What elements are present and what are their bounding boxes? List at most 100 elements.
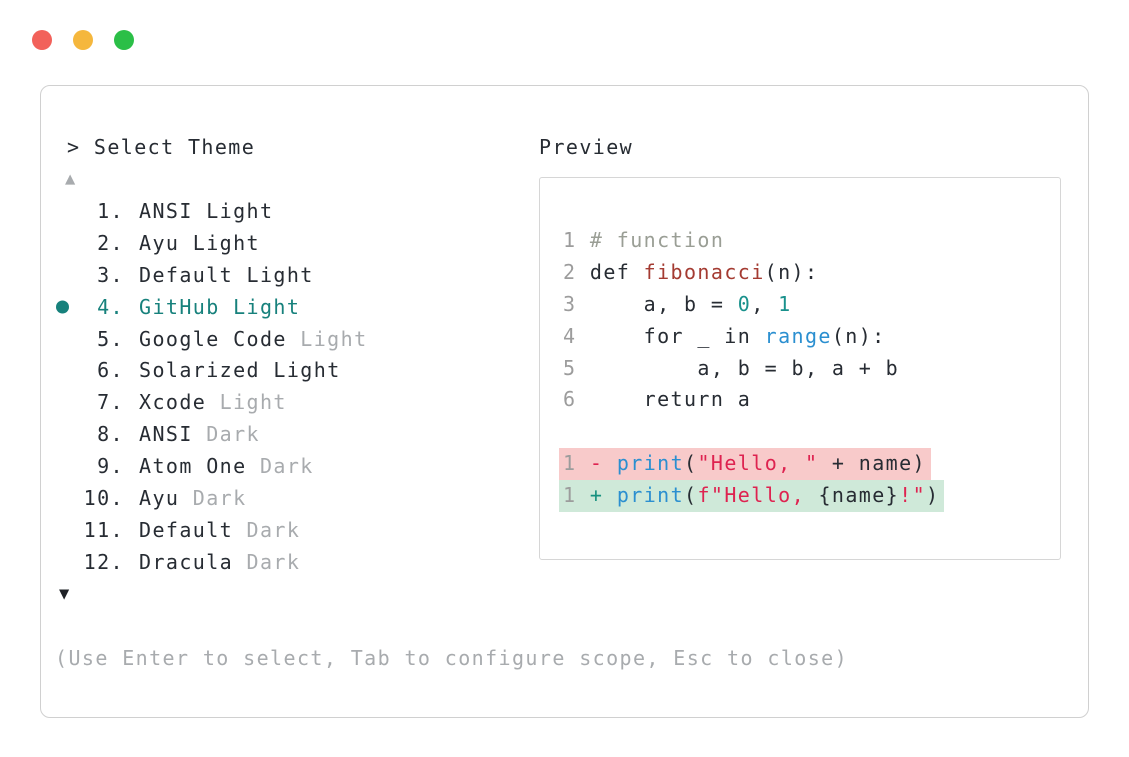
code-token: # function	[589, 228, 725, 252]
code-token: (	[684, 483, 698, 508]
theme-item-variant: Light	[233, 262, 314, 287]
code-token	[576, 451, 589, 475]
code-token: return a	[576, 387, 752, 412]
code-token: 5	[563, 355, 577, 380]
theme-item-default-light[interactable]: 3. Default Light	[41, 259, 548, 291]
scroll-up-icon[interactable]: ▲	[65, 169, 77, 189]
code-line: 4 for _ in range(n):	[563, 321, 1060, 353]
theme-item-variant: Light	[219, 294, 301, 319]
theme-item-name: ANSI	[139, 422, 193, 447]
minimize-button[interactable]	[73, 30, 93, 50]
theme-item-name: GitHub	[139, 294, 220, 319]
code-line	[563, 416, 1060, 448]
code-token: 1	[563, 228, 577, 252]
code-token: (n):	[764, 259, 819, 284]
code-token: 0	[737, 291, 752, 316]
code-line: 6 return a	[563, 384, 1060, 416]
zoom-button[interactable]	[114, 30, 134, 50]
code-token: (n):	[831, 323, 886, 348]
theme-item-number: 4.	[97, 294, 124, 319]
code-line: 3 a, b = 0, 1	[563, 289, 1060, 321]
code-token: "Hello, "	[697, 451, 819, 476]
code-token: (	[684, 451, 698, 476]
theme-item-name: ANSI	[139, 198, 193, 223]
theme-item-number: 3.	[97, 262, 124, 287]
code-line: 2 def fibonacci(n):	[563, 257, 1060, 289]
code-token: def	[576, 259, 644, 284]
theme-item-ansi-light[interactable]: 1.ANSI Light	[41, 195, 548, 227]
code-token	[603, 451, 616, 475]
diff-removed-line: 1 - print("Hello, " + name)	[559, 448, 931, 481]
code-token	[603, 483, 616, 507]
theme-item-variant: Light	[259, 358, 341, 383]
code-token: + name)	[818, 451, 926, 476]
theme-item-variant: Light	[286, 326, 368, 351]
code-token: )	[926, 483, 940, 508]
code-token: 4	[563, 323, 577, 348]
theme-item-github-light[interactable]: 4. GitHub Light	[41, 291, 548, 323]
theme-item-dracula-dark[interactable]: 12. Dracula Dark	[41, 546, 548, 578]
theme-item-number: 7.	[97, 390, 124, 415]
code-token	[576, 228, 589, 252]
theme-item-name: Google Code	[139, 326, 287, 351]
keyboard-hint: (Use Enter to select, Tab to configure s…	[55, 646, 849, 670]
theme-item-variant: Dark	[233, 549, 301, 574]
code-token: fibonacci	[643, 259, 765, 284]
code-line: 1 # function	[563, 225, 1060, 257]
theme-item-name: Dracula	[139, 549, 234, 574]
theme-item-ayu-light[interactable]: 2.Ayu Light	[41, 227, 548, 259]
theme-item-default-dark[interactable]: 11.Default Dark	[41, 514, 548, 546]
code-line: 1 + print(f"Hello, {name}!")	[559, 480, 1060, 513]
theme-item-number: 2.	[97, 230, 124, 255]
code-token: a, b = b, a + b	[576, 355, 900, 380]
code-token: 2	[563, 259, 577, 284]
close-button[interactable]	[32, 30, 52, 50]
theme-item-number: 5.	[97, 326, 124, 351]
theme-item-name: Default	[139, 517, 234, 542]
theme-item-variant: Light	[179, 230, 260, 255]
theme-item-number: 12.	[83, 549, 124, 574]
code-token: ,	[751, 291, 779, 316]
code-token: range	[764, 323, 832, 348]
theme-item-number: 9.	[97, 454, 124, 479]
theme-item-google-code-light[interactable]: 5. Google Code Light	[41, 323, 548, 355]
theme-item-ansi-dark[interactable]: 8. ANSI Dark	[41, 418, 548, 450]
code-token: f"Hello,	[697, 483, 819, 508]
code-token: 1	[563, 451, 577, 476]
code-token: print	[616, 451, 685, 476]
code-token: -	[589, 451, 604, 476]
theme-item-variant: Light	[206, 390, 287, 415]
theme-item-variant: Dark	[179, 485, 247, 510]
theme-item-ayu-dark[interactable]: 10.Ayu Dark	[41, 482, 548, 514]
window-controls	[32, 30, 134, 50]
theme-item-variant: Dark	[192, 422, 260, 447]
code-token: 1	[778, 291, 792, 316]
theme-item-atom-one-dark[interactable]: 9.Atom One Dark	[41, 450, 548, 482]
code-line: 5 a, b = b, a + b	[563, 353, 1060, 385]
theme-item-number: 8.	[97, 422, 124, 447]
code-token	[576, 483, 589, 507]
preview-title: Preview	[539, 135, 634, 159]
theme-item-number: 11.	[83, 517, 124, 542]
diff-added-line: 1 + print(f"Hello, {name}!")	[559, 480, 945, 513]
theme-item-number: 6.	[97, 358, 124, 383]
scroll-down-icon[interactable]: ▼	[59, 584, 71, 604]
theme-item-xcode-light[interactable]: 7.Xcode Light	[41, 386, 548, 418]
theme-item-name: Ayu	[139, 485, 180, 510]
select-theme-prompt: > Select Theme	[67, 135, 256, 159]
theme-item-variant: Light	[192, 198, 274, 223]
code-token: 6	[563, 387, 577, 412]
theme-item-name: Solarized	[139, 358, 260, 383]
code-token: a, b =	[576, 291, 738, 316]
code-token: 1	[563, 483, 577, 508]
code-token: !"	[899, 483, 927, 508]
code-line: 1 - print("Hello, " + name)	[559, 448, 1060, 481]
code-token: for _ in	[576, 323, 765, 348]
theme-item-solarized-light[interactable]: 6. Solarized Light	[41, 354, 548, 386]
theme-item-name: Default	[139, 262, 234, 287]
code-token: print	[616, 483, 685, 508]
